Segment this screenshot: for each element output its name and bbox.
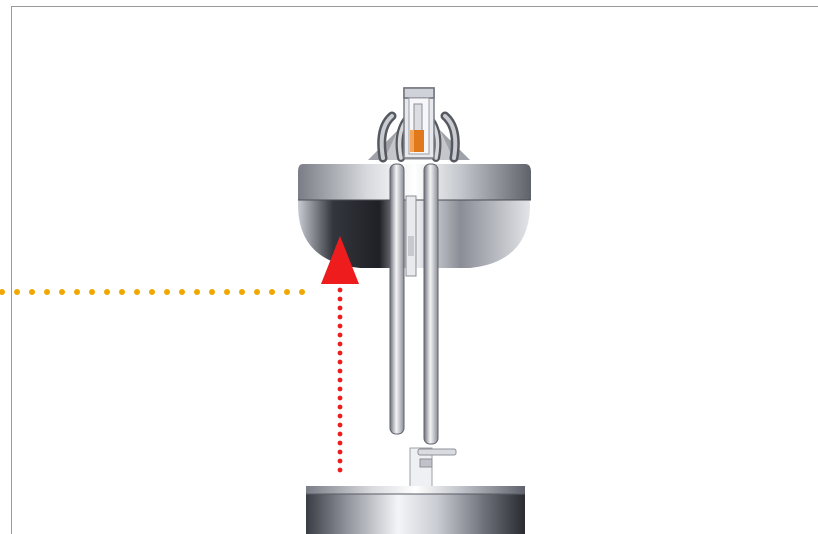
top-cap — [403, 87, 435, 159]
frame-border-top — [11, 6, 818, 7]
valve-handle — [417, 448, 457, 456]
heater-element — [377, 111, 460, 163]
level-guide-line — [0, 289, 305, 295]
arrow-head — [321, 236, 359, 284]
lower-chamber — [306, 486, 525, 534]
vapor-flow-arrow — [321, 236, 359, 473]
frame-border-left — [11, 6, 12, 534]
